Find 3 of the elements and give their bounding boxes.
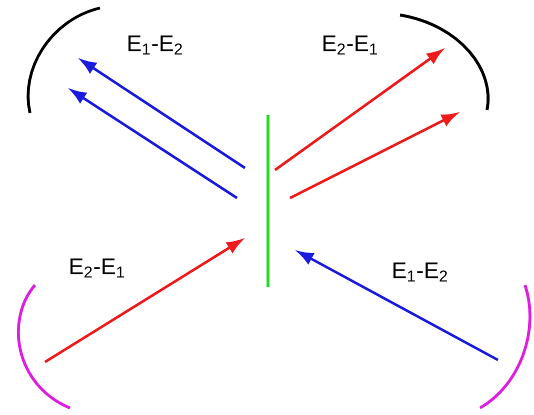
- term-label: E$_{2}$-E$_{1}$: [70, 258, 124, 278]
- term-label: E$_{1}$-E$_{2}$: [128, 35, 182, 55]
- term-label: E$_{2}$-E$_{1}$: [323, 35, 377, 55]
